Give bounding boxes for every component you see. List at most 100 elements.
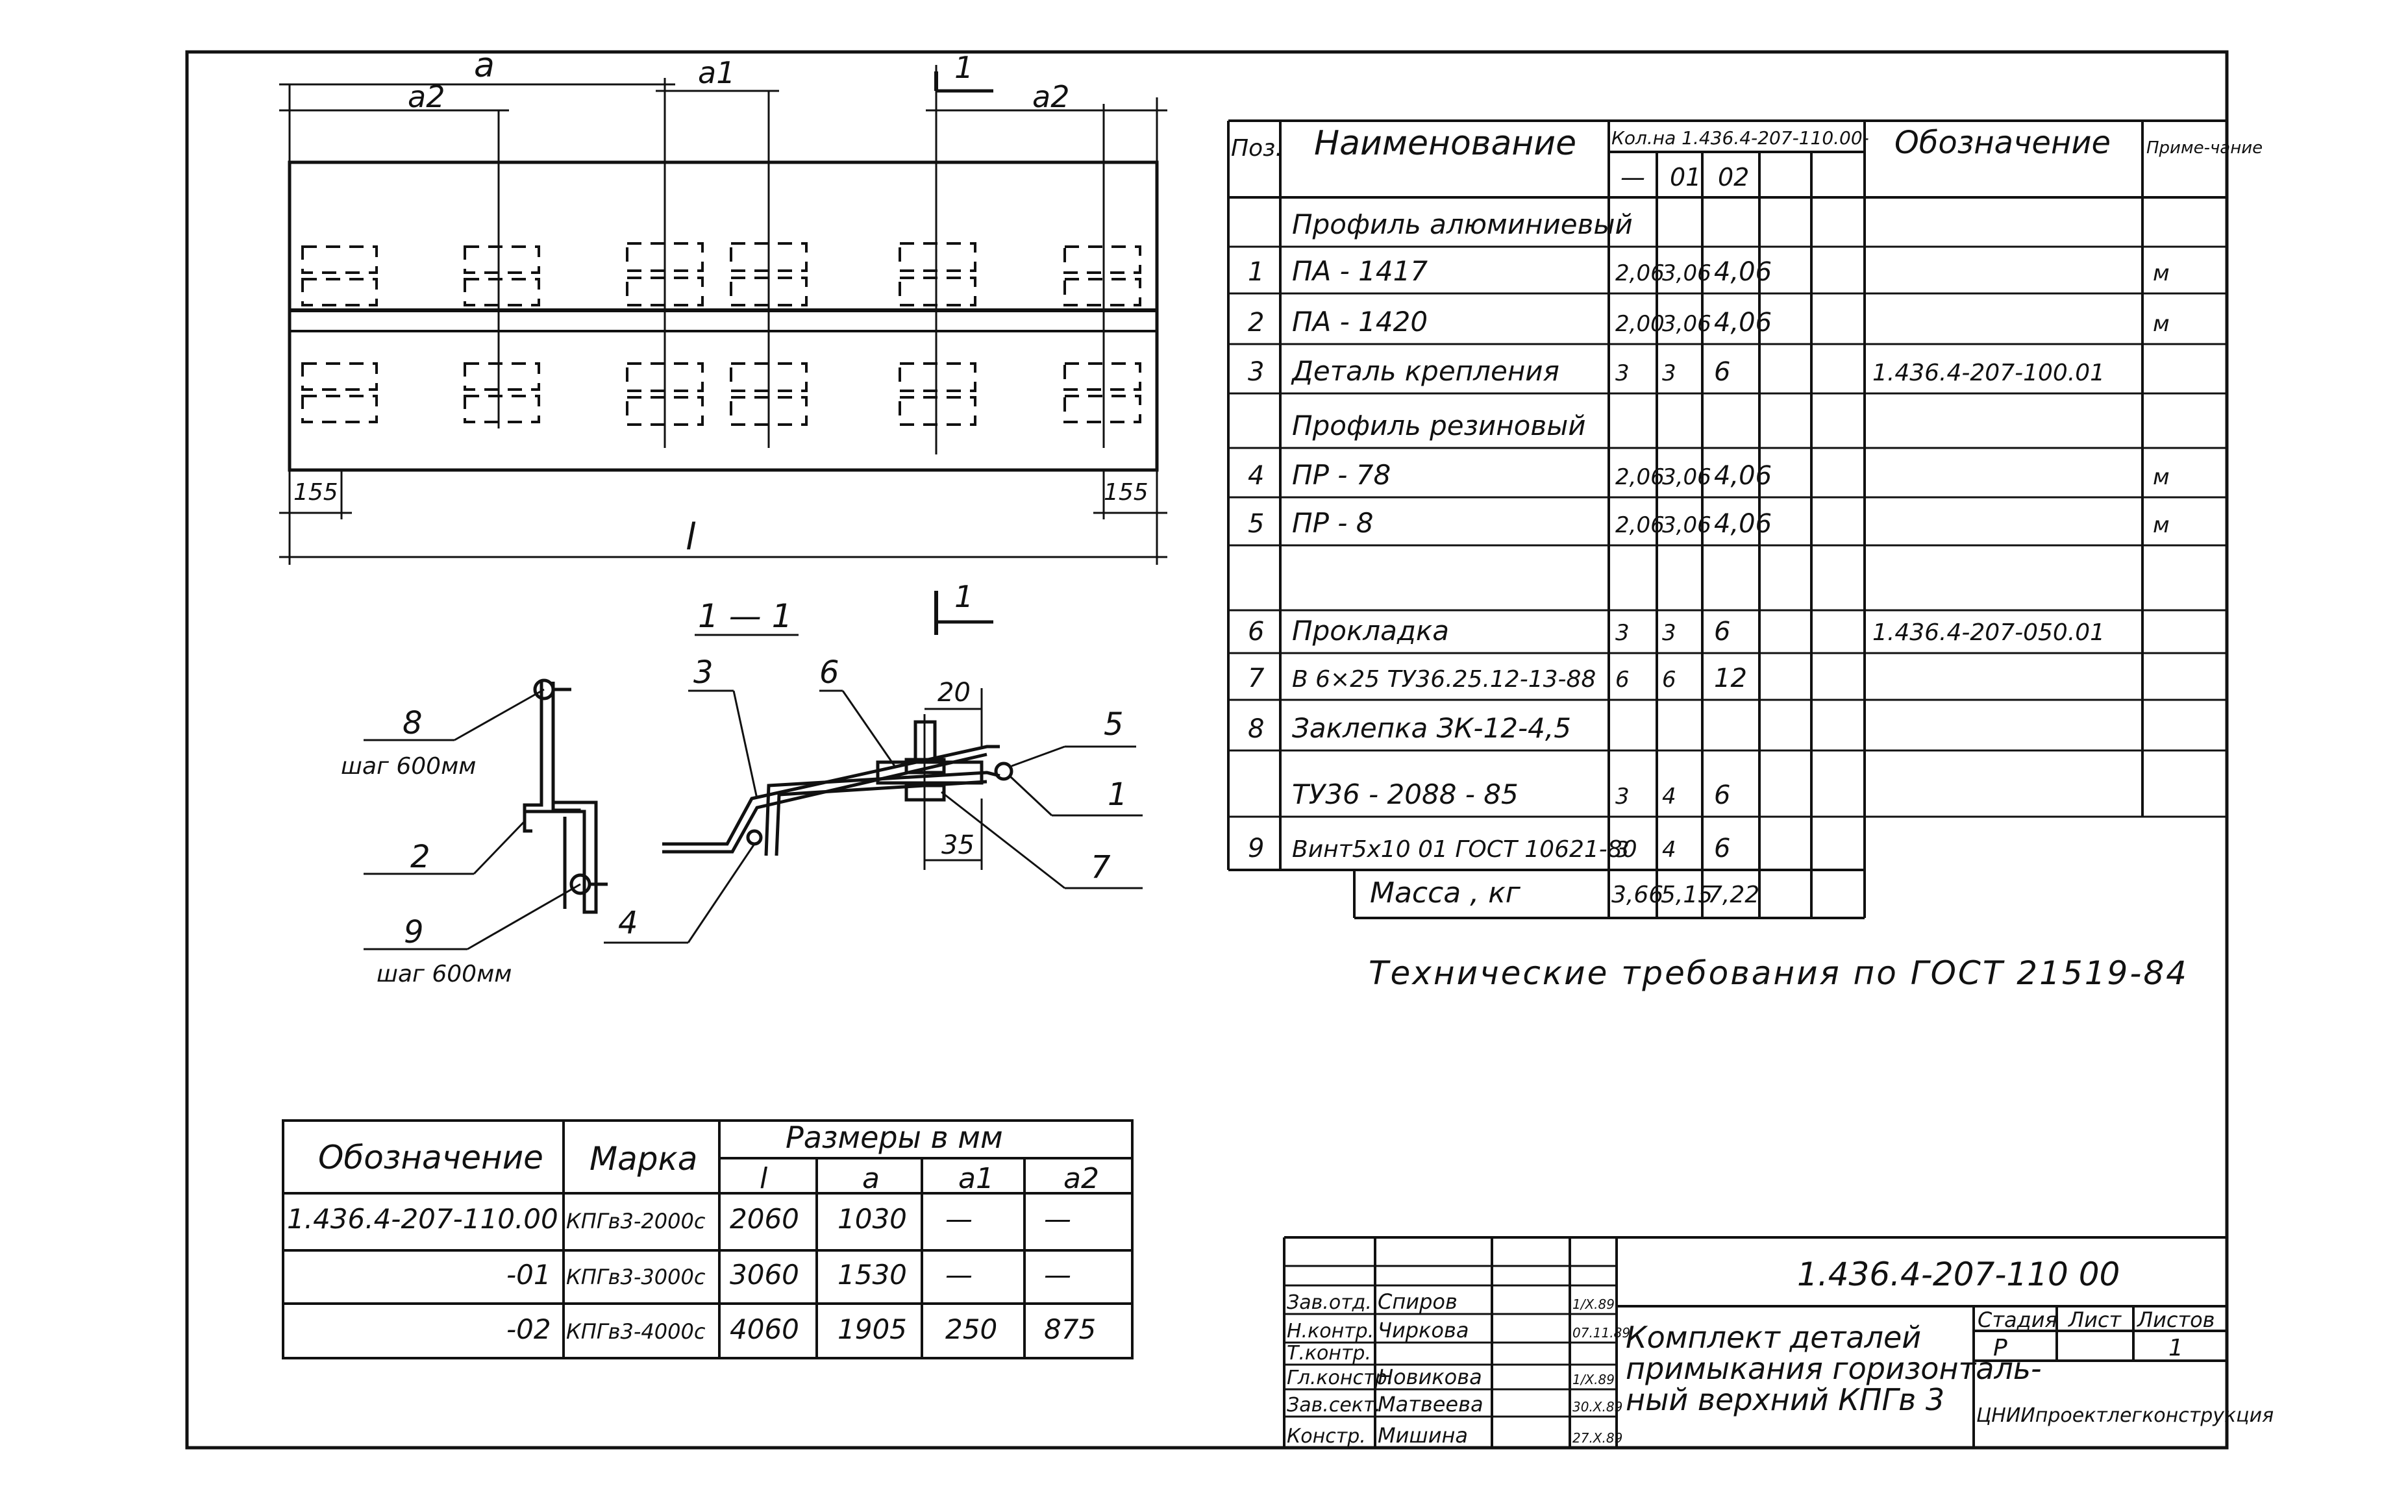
callout-6: 6	[819, 654, 839, 691]
callout-3: 3	[693, 654, 714, 691]
spec-h-pos: Поз.	[1231, 135, 1283, 162]
callout-5: 5	[1104, 706, 1124, 743]
size-row-a: 1905	[838, 1313, 907, 1345]
spec-row-q2: 4,06	[1714, 509, 1772, 539]
size-row-a: 1530	[838, 1259, 907, 1291]
spec-row-q2: 6	[1714, 357, 1730, 387]
spec-row-name: ПА - 1420	[1292, 306, 1428, 338]
size-row-a2: 875	[1044, 1313, 1096, 1345]
spec-row-pos: 7	[1248, 663, 1265, 693]
spec-mass-q0: 3,66	[1611, 882, 1663, 908]
spec-row-name: ТУ36 - 2088 - 85	[1292, 778, 1519, 810]
spec-row-q2: 12	[1714, 663, 1747, 693]
spec-row-note: м	[2153, 512, 2170, 538]
spec-row-q2: 4,06	[1714, 308, 1772, 338]
tb-role: Н.контр.	[1287, 1320, 1374, 1343]
size-row-l: 3060	[730, 1259, 799, 1291]
spec-row-pos: 8	[1248, 714, 1264, 744]
spec-mass-label: Масса , кг	[1370, 876, 1521, 910]
spec-row-q0: 3	[1615, 360, 1630, 386]
spec-row-q2: 6	[1714, 617, 1730, 647]
spec-row-q0: 6	[1615, 667, 1630, 693]
size-row-mark: КПГв3-2000с	[566, 1209, 706, 1233]
callout-2: 2	[410, 839, 430, 875]
tb-code: 1.436.4-207-110 00	[1797, 1256, 2120, 1293]
size-row-a2: —	[1044, 1203, 1071, 1235]
spec-row-name: Прокладка	[1292, 615, 1449, 647]
spec-row-designation: 1.436.4-207-100.01	[1872, 360, 2105, 386]
spec-table: Поз. Наименование Кол.на 1.436.4-207-110…	[1227, 119, 2263, 919]
size-row-l: 4060	[730, 1313, 799, 1345]
tb-role: Зав.отд.	[1287, 1291, 1372, 1314]
callout-4: 4	[618, 905, 638, 941]
spec-row-name: ПА - 1417	[1292, 255, 1428, 287]
spec-row-q0: 2,06	[1615, 260, 1665, 286]
tb-title-3: ный верхний КПГв 3	[1626, 1382, 1944, 1417]
spec-row-q1: 3,06	[1662, 260, 1711, 286]
tb-stage: Р	[1993, 1335, 2007, 1361]
spec-row-q0: 3	[1615, 837, 1630, 863]
pitch-8: шаг 600мм	[341, 753, 476, 780]
tb-date: 30.X.89	[1572, 1399, 1622, 1415]
spec-row-name: Профиль алюминиевый	[1292, 208, 1633, 240]
size-h-a: a	[862, 1162, 880, 1195]
spec-row-name: ПР - 78	[1292, 459, 1391, 491]
tb-name: Матвеева	[1378, 1392, 1483, 1417]
spec-row-q0: 3	[1615, 784, 1630, 810]
tb-date: 27.X.89	[1572, 1430, 1622, 1446]
spec-row-name: В 6×25 ТУ36.25.12-13-88	[1292, 666, 1596, 693]
size-row-designation: -02	[506, 1313, 551, 1345]
tb-sheet-label: Лист	[2068, 1308, 2122, 1332]
dim-a2-left: a2	[408, 79, 445, 114]
callout-7: 7	[1091, 849, 1111, 886]
spec-row-q2: 6	[1714, 834, 1730, 863]
spec-row-q0: 2,00	[1615, 311, 1665, 337]
spec-row-name: Винт5х10 01 ГОСТ 10621-80	[1292, 836, 1637, 863]
spec-row-name: ПР - 8	[1292, 507, 1374, 539]
tech-requirements: Технические требования по ГОСТ 21519-84	[1369, 954, 2189, 992]
size-row-a1: —	[945, 1203, 973, 1235]
spec-row-q1: 3,06	[1662, 512, 1711, 538]
spec-row-pos: 3	[1248, 357, 1264, 387]
title-block: 1.436.4-207-110 00 Комплект деталей прим…	[1283, 1236, 2274, 1448]
dim-a: a	[474, 46, 495, 85]
spec-row-note: м	[2153, 464, 2170, 490]
callout-8: 8	[403, 705, 423, 741]
spec-row-q2: 4,06	[1714, 257, 1772, 287]
size-h-designation: Обозначение	[318, 1139, 543, 1176]
dim-20: 20	[937, 678, 971, 708]
size-row-mark: КПГв3-3000с	[566, 1265, 706, 1289]
plan-view: a a1 a2 a2 1 155 155 l	[279, 46, 1167, 565]
tb-role: Т.контр.	[1287, 1342, 1371, 1365]
spec-row-pos: 6	[1248, 617, 1264, 647]
spec-row-pos: 2	[1248, 308, 1264, 338]
size-row-a1: 250	[945, 1313, 997, 1345]
spec-h-q2: 02	[1718, 163, 1749, 192]
tb-name: Новикова	[1378, 1365, 1482, 1389]
tb-date: 07.11.89	[1572, 1325, 1630, 1341]
section-title: 1 — 1	[698, 597, 792, 635]
tb-name: Мишина	[1378, 1423, 1468, 1448]
size-row-a1: —	[945, 1259, 973, 1291]
spec-mass-q1: 5,15	[1661, 882, 1713, 908]
spec-row-q1: 3,06	[1662, 464, 1711, 490]
spec-row-q1: 6	[1662, 667, 1676, 693]
tb-sheets-label: Листов	[2137, 1308, 2215, 1332]
size-row-a2: —	[1044, 1259, 1071, 1291]
dim-l: l	[686, 516, 696, 558]
spec-row-q1: 3	[1662, 620, 1676, 646]
size-h-sizes: Размеры в мм	[786, 1120, 1003, 1155]
size-h-a2: a2	[1063, 1162, 1099, 1195]
spec-row-name: Заклепка ЗК-12-4,5	[1292, 712, 1571, 744]
spec-row-q0: 2,06	[1615, 464, 1665, 490]
tb-role: Зав.сект.	[1287, 1394, 1381, 1417]
spec-row-q2: 4,06	[1714, 461, 1772, 491]
spec-row-q1: 4	[1662, 837, 1676, 863]
spec-h-qty: Кол.на 1.436.4-207-110.00-	[1611, 127, 1869, 149]
size-row-mark: КПГв3-4000с	[566, 1319, 706, 1344]
dim-35: 35	[941, 830, 974, 860]
tb-name: Чиркова	[1378, 1318, 1469, 1343]
spec-h-q1: 01	[1670, 163, 1701, 192]
